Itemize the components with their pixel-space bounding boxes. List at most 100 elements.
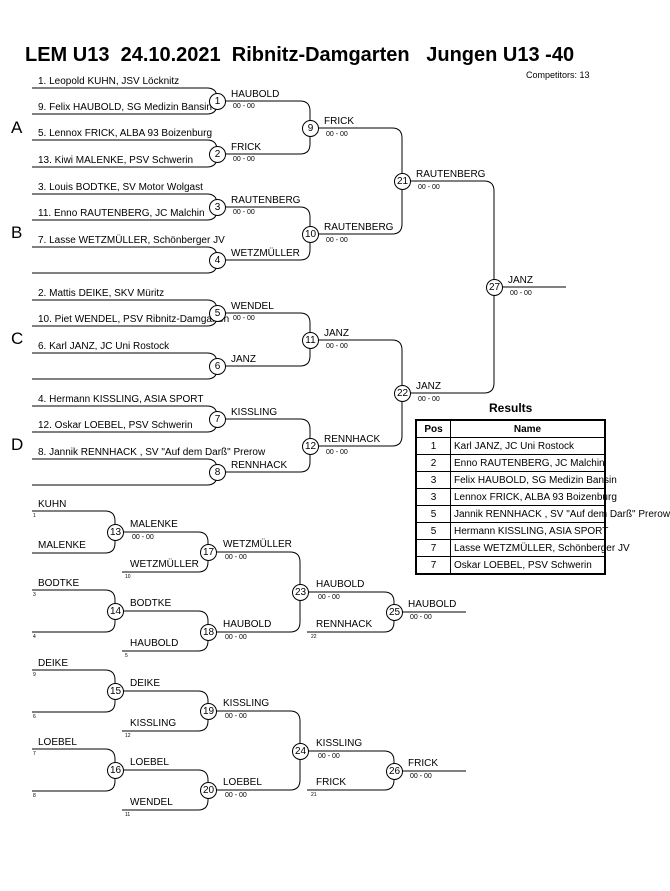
pool-label-b: B [11, 223, 23, 242]
result-name: Felix HAUBOLD, SG Medizin Bansin [450, 471, 617, 489]
match-score: 00 - 00 [326, 343, 348, 350]
match-score: 00 - 00 [318, 753, 340, 760]
match-score: 00 - 00 [225, 634, 247, 641]
pool-label-d: D [11, 435, 24, 454]
winner-label: JANZ [416, 381, 441, 392]
result-name: Lennox FRICK, ALBA 93 Boizenburg [450, 488, 617, 506]
slot-number: 4 [33, 634, 36, 640]
winner-label: FRICK [324, 116, 354, 127]
result-pos: 3 [415, 488, 451, 506]
match-number: 16 [107, 762, 124, 779]
match-score: 00 - 00 [225, 792, 247, 799]
slot-number: 11 [125, 812, 131, 818]
result-pos: 5 [415, 505, 451, 523]
results-header-pos: Pos [415, 419, 451, 438]
slot-number: 12 [125, 733, 131, 739]
match-number: 21 [394, 173, 411, 190]
winner-label: RAUTENBERG [324, 222, 394, 233]
match-number: 5 [209, 305, 226, 322]
winner-label: HAUBOLD [130, 638, 179, 649]
entry-malenke: 13. Kiwi MALENKE, PSV Schwerin [38, 155, 194, 166]
winner-label: WETZMÜLLER [130, 559, 199, 570]
match-number: 22 [394, 385, 411, 402]
winner-label: DEIKE [130, 678, 161, 689]
page-title: LEM U13 24.10.2021 Ribnitz-Damgarten Jun… [25, 44, 575, 66]
final-winner-label: JANZ [508, 275, 533, 286]
result-name: Enno RAUTENBERG, JC Malchin [450, 454, 606, 472]
result-pos: 1 [415, 437, 451, 455]
competitors-count: Competitors: 13 [526, 70, 590, 80]
match-number: 27 [486, 279, 503, 296]
winner-label: KISSLING [231, 407, 278, 418]
match-score: 00 - 00 [233, 156, 255, 163]
match-number: 14 [107, 603, 124, 620]
match-number: 19 [200, 703, 217, 720]
entry-wendel: 10. Piet WENDEL, PSV Ribnitz-Damgarten [38, 314, 230, 325]
match-number: 2 [209, 146, 226, 163]
slot-number: 21 [311, 792, 317, 798]
match-score: 00 - 00 [233, 103, 255, 110]
match-number: 15 [107, 683, 124, 700]
result-pos: 7 [415, 539, 451, 557]
slot-number: 5 [125, 653, 128, 659]
entry-frick: 5. Lennox FRICK, ALBA 93 Boizenburg [38, 128, 212, 139]
pool-label-c: C [11, 329, 24, 348]
match-number: 9 [302, 120, 319, 137]
match-score: 00 - 00 [326, 237, 348, 244]
repechage-entry: KUHN [38, 499, 67, 510]
winner-label: JANZ [324, 328, 349, 339]
match-number: 24 [292, 743, 309, 760]
winner-label: LOEBEL [130, 757, 169, 768]
match-number: 1 [209, 93, 226, 110]
slot-number: 3 [33, 592, 36, 598]
match-number: 13 [107, 524, 124, 541]
match-score: 00 - 00 [410, 614, 432, 621]
winner-label: MALENKE [130, 519, 178, 530]
slot-number: 8 [33, 793, 36, 799]
winner-label: WETZMÜLLER [231, 248, 300, 259]
winner-label: RENNHACK [316, 619, 373, 630]
repechage-entry: DEIKE [38, 658, 69, 669]
winner-label: KISSLING [130, 718, 177, 729]
winner-label: RENNHACK [324, 434, 381, 445]
slot-number: 6 [33, 714, 36, 720]
match-number: 3 [209, 199, 226, 216]
winner-label: FRICK [316, 777, 346, 788]
match-number: 17 [200, 544, 217, 561]
entry-deike: 2. Mattis DEIKE, SKV Müritz [38, 288, 165, 299]
entry-haubold: 9. Felix HAUBOLD, SG Medizin Bansin [38, 102, 212, 113]
winner-label: FRICK [231, 142, 261, 153]
match-number: 11 [302, 332, 319, 349]
winner-label: WENDEL [130, 797, 173, 808]
match-score: 00 - 00 [233, 315, 255, 322]
winner-label: RAUTENBERG [231, 195, 301, 206]
winner-label: BODTKE [130, 598, 172, 609]
entry-janz: 6. Karl JANZ, JC Uni Rostock [38, 341, 170, 352]
match-number: 20 [200, 782, 217, 799]
entry-wetzmueller: 7. Lasse WETZMÜLLER, Schönberger JV [38, 235, 225, 246]
entry-rennhack: 8. Jannik RENNHACK , SV "Auf dem Darß" P… [38, 447, 266, 458]
slot-number: 9 [33, 672, 36, 678]
match-number: 25 [386, 604, 403, 621]
result-pos: 7 [415, 556, 451, 575]
entry-kuhn: 1. Leopold KUHN, JSV Löcknitz [38, 76, 180, 87]
match-score: 00 - 00 [326, 449, 348, 456]
winner-label: JANZ [231, 354, 256, 365]
results-header-row: Pos Name [415, 419, 606, 438]
winner-label: RAUTENBERG [416, 169, 486, 180]
match-number: 10 [302, 226, 319, 243]
winner-label: KISSLING [223, 698, 270, 709]
match-number: 12 [302, 438, 319, 455]
result-name: Karl JANZ, JC Uni Rostock [450, 437, 606, 455]
repechage-entry: MALENKE [38, 540, 86, 551]
slot-number: 7 [33, 751, 36, 757]
